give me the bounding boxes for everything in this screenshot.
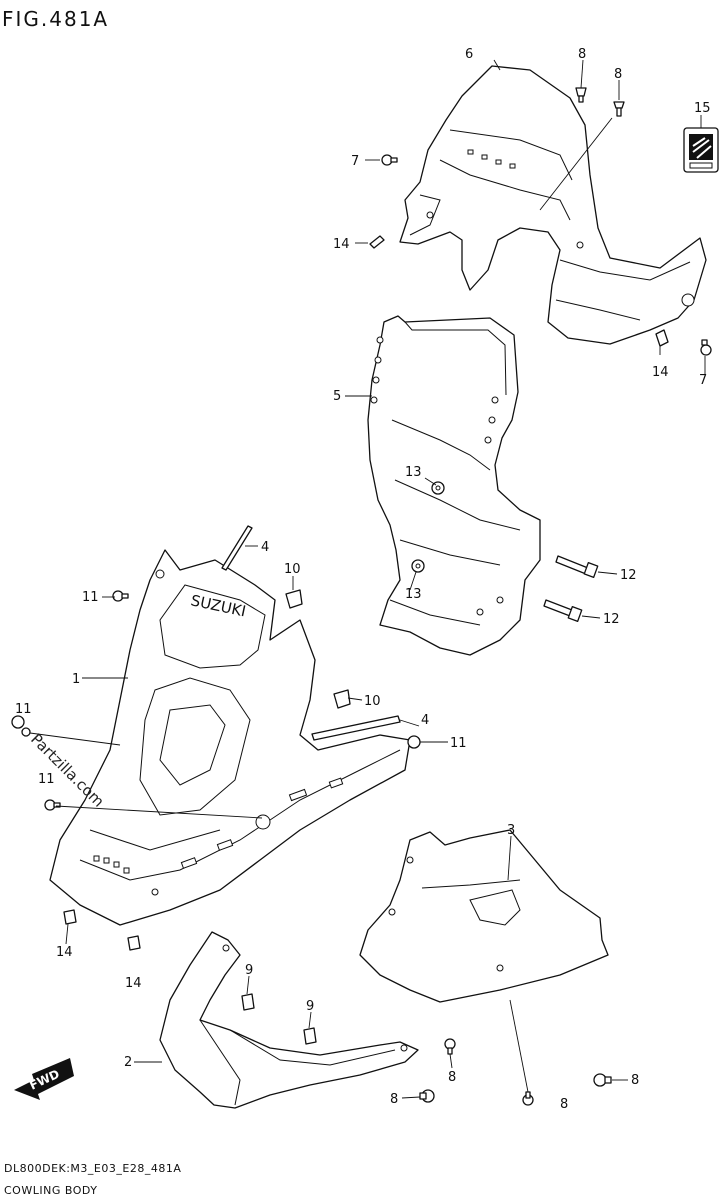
seal-strip-part-4-upper[interactable] (221, 525, 253, 571)
callout-12: 12 (603, 612, 620, 627)
callout-labels: 6 8 8 15 7 14 14 7 5 13 12 12 13 4 10 11… (15, 47, 711, 1112)
screw-part-11-left[interactable] (11, 715, 31, 737)
emblem-part-15[interactable] (683, 127, 719, 173)
callout-8: 8 (390, 1092, 398, 1107)
callout-12: 12 (620, 568, 637, 583)
callout-6: 6 (465, 47, 473, 62)
callout-4: 4 (261, 540, 269, 555)
screw-part-8-bottom-right[interactable] (593, 1073, 612, 1087)
callout-15: 15 (694, 101, 711, 116)
grommet-part-13-lower[interactable] (411, 559, 425, 573)
screw-part-8-top-a[interactable] (575, 87, 587, 103)
nut-part-14-upper-left[interactable] (369, 235, 385, 249)
callout-11: 11 (15, 702, 32, 717)
leader-lines (29, 59, 706, 1099)
callout-2: 2 (124, 1055, 132, 1070)
callout-8: 8 (560, 1097, 568, 1112)
callout-14: 14 (56, 945, 73, 960)
screw-part-8-bottom-left[interactable] (419, 1089, 435, 1103)
figure-title: FIG.481A (2, 7, 109, 31)
bolt-part-12-lower[interactable] (543, 599, 583, 622)
bolt-part-12-upper[interactable] (555, 555, 599, 578)
cowling-brace-part-5[interactable] (367, 315, 541, 656)
callout-8: 8 (448, 1070, 456, 1085)
callout-3: 3 (507, 823, 515, 838)
callout-8: 8 (631, 1073, 639, 1088)
callout-9: 9 (245, 963, 253, 978)
callout-8: 8 (614, 67, 622, 82)
nut-part-14-upper-right[interactable] (655, 329, 669, 347)
callout-13: 13 (405, 465, 422, 480)
callout-10: 10 (364, 694, 381, 709)
callout-11: 11 (82, 590, 99, 605)
nut-part-14-lower-left[interactable] (127, 935, 141, 951)
figure-caption: COWLING BODY (4, 1184, 97, 1197)
callout-11: 11 (38, 772, 55, 787)
side-panel-part-3[interactable] (359, 829, 609, 1003)
clip-part-9-lower[interactable] (303, 1027, 317, 1045)
meter-cover-part-6[interactable] (399, 65, 707, 345)
callout-7: 7 (351, 154, 359, 169)
clip-part-9-upper[interactable] (241, 993, 255, 1011)
callout-14: 14 (125, 976, 142, 991)
screw-part-8-top-b[interactable] (613, 101, 625, 117)
callout-1: 1 (72, 672, 80, 687)
screw-part-8-mid[interactable] (444, 1038, 456, 1055)
callout-9: 9 (306, 999, 314, 1014)
screw-part-11-top[interactable] (112, 590, 129, 602)
callout-10: 10 (284, 562, 301, 577)
seal-strip-part-4-lower[interactable] (311, 715, 401, 741)
front-cowling-part-1[interactable]: SUZUKI (49, 549, 411, 926)
grommet-part-11-right[interactable] (407, 735, 421, 749)
model-code: DL800DEK:M3_E03_E28_481A (4, 1162, 181, 1175)
screw-part-7-right[interactable] (700, 339, 712, 356)
forward-arrow-icon: FWD (14, 1058, 74, 1100)
screw-part-8-bottom-mid[interactable] (522, 1091, 534, 1106)
callout-5: 5 (333, 389, 341, 404)
callout-8: 8 (578, 47, 586, 62)
callout-4: 4 (421, 713, 429, 728)
callout-13: 13 (405, 587, 422, 602)
nut-part-14-left[interactable] (63, 909, 77, 925)
callout-14: 14 (333, 237, 350, 252)
screw-part-7-upper[interactable] (381, 154, 398, 166)
clip-part-10-lower[interactable] (333, 689, 351, 709)
callout-11: 11 (450, 736, 467, 751)
callout-7: 7 (699, 373, 707, 388)
under-cowling-part-2[interactable] (159, 931, 419, 1109)
grommet-part-13-upper[interactable] (431, 481, 445, 495)
clip-part-10-upper[interactable] (285, 589, 303, 609)
screw-part-11-lower-left[interactable] (44, 799, 61, 811)
callout-14: 14 (652, 365, 669, 380)
